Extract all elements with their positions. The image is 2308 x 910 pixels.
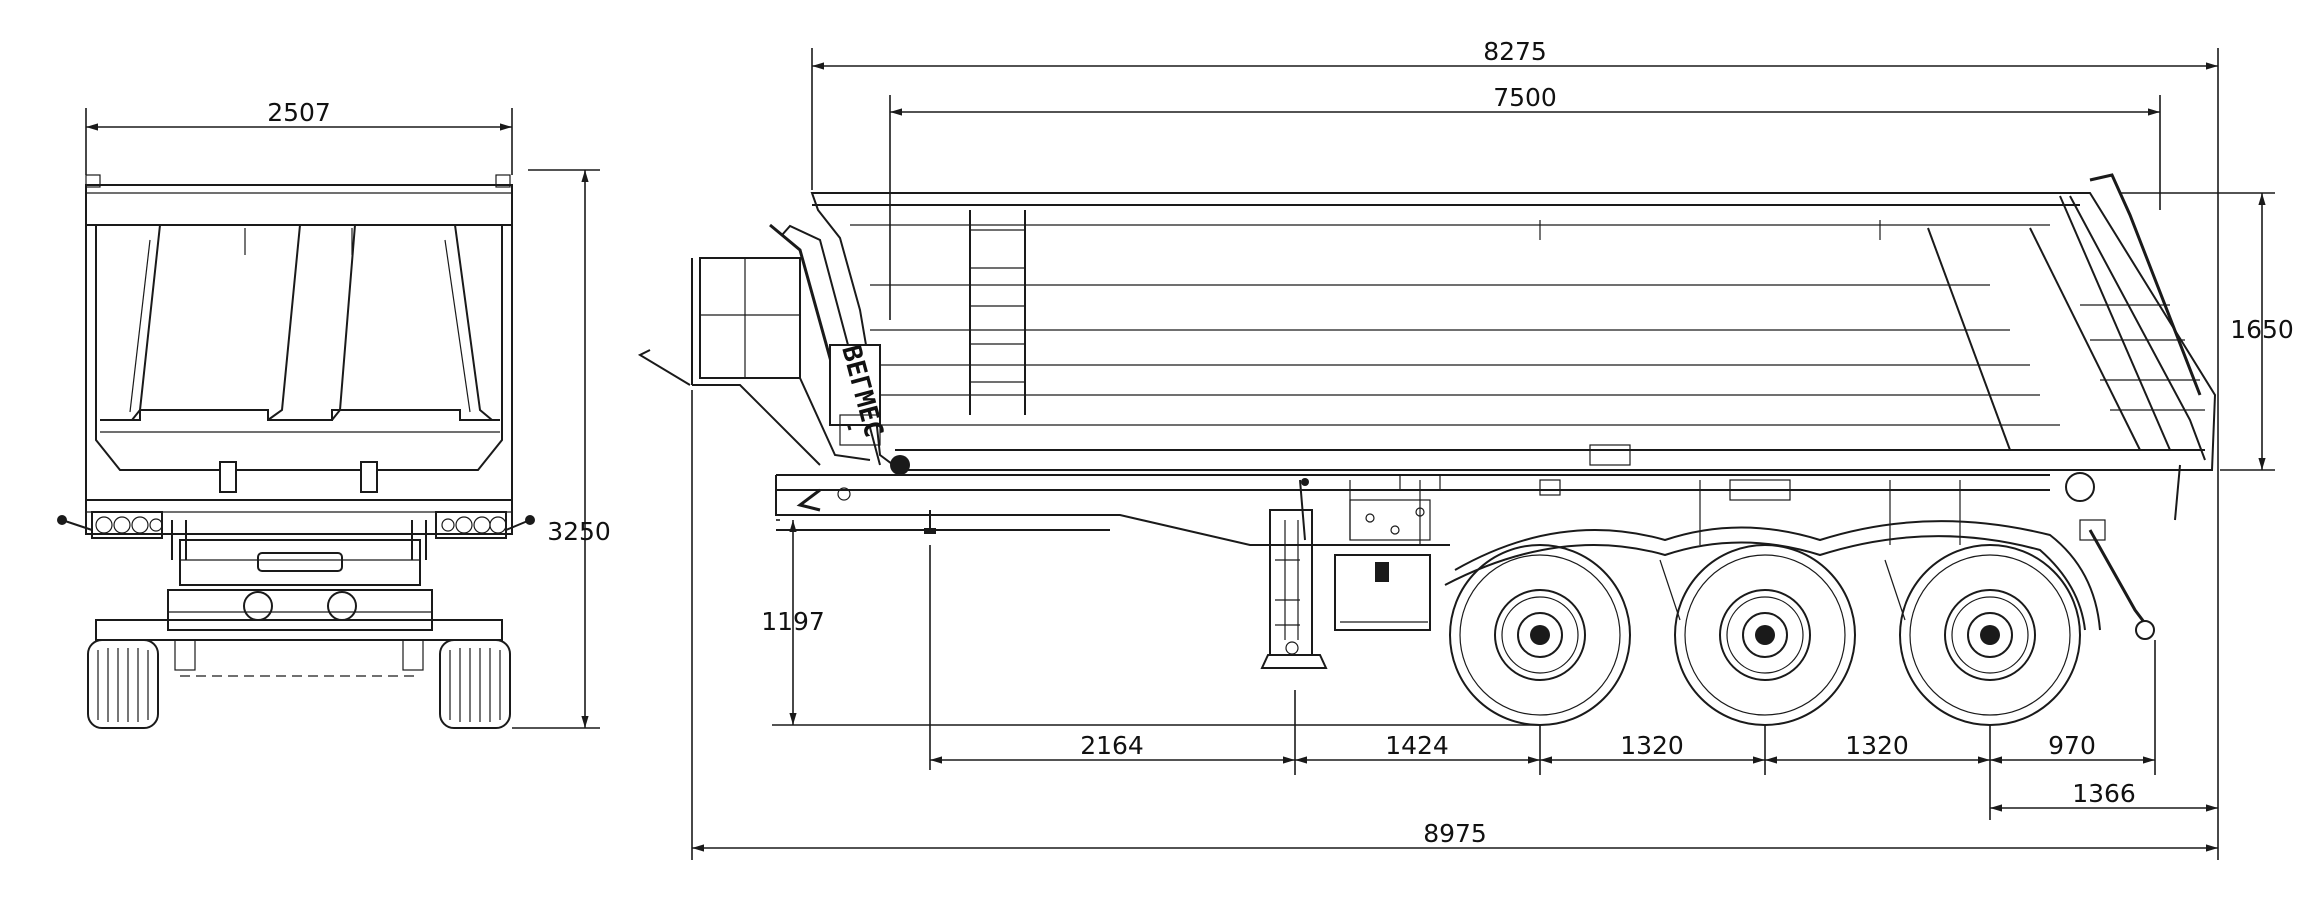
- dim-axle1-to-axle2: 1320: [1620, 731, 1684, 760]
- wheel-axle-2: [1674, 544, 1856, 726]
- landing-gear: [1260, 478, 1328, 669]
- dimension-labels: 2507 3250 8275 7500 1650 1197 2164 1424 …: [267, 37, 2294, 848]
- dim-axle2-to-axle3: 1320: [1845, 731, 1909, 760]
- dim-axle3-to-body-end: 1366: [2072, 779, 2136, 808]
- dim-coupling-height: 1197: [761, 607, 825, 636]
- ladder: [969, 210, 1026, 415]
- wheel-axle-1: [1449, 544, 1631, 726]
- dim-kingpin-to-landing-gear: 2164: [1080, 731, 1144, 760]
- toolbox: [1334, 499, 1431, 631]
- front-platform: BEГMEC: [637, 223, 910, 475]
- dim-body-length-outer: 8275: [1483, 37, 1547, 66]
- dim-rear-height: 3250: [547, 517, 611, 546]
- dim-overall-length: 8975: [1423, 819, 1487, 848]
- dim-axle3-to-rear-frame: 970: [2048, 731, 2096, 760]
- side-view: BEГMEC: [637, 173, 2217, 726]
- dim-rear-width: 2507: [267, 98, 331, 127]
- dim-landing-gear-to-axle1: 1424: [1385, 731, 1449, 760]
- dim-body-length-inner: 7500: [1493, 83, 1557, 112]
- dimension-lines: [85, 48, 2275, 860]
- chassis-frame: [775, 444, 2095, 546]
- dim-body-side-height: 1650: [2230, 315, 2294, 344]
- wheel-axle-3: [1899, 544, 2081, 726]
- rear-view: [57, 174, 535, 729]
